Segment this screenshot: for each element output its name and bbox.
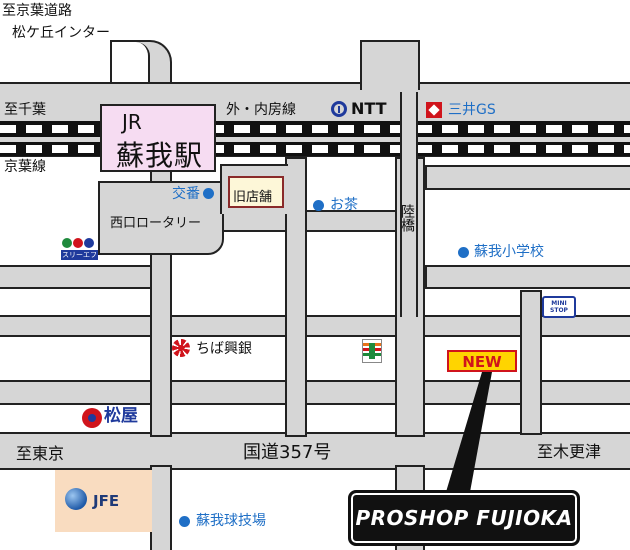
new-badge-label: NEW xyxy=(462,353,502,371)
railway-sleepers-lower xyxy=(0,145,630,153)
chiba-kogin-label: ちば興銀 xyxy=(196,341,252,357)
railway-sleepers-upper xyxy=(0,125,630,133)
keiyo-line-label: 京葉線 xyxy=(4,159,46,175)
proshop-banner[interactable]: PROSHOP FUJIOKA xyxy=(348,490,580,546)
soga-station: JR 蘇我駅 xyxy=(100,104,216,172)
jfe-globe-icon xyxy=(65,488,87,510)
ntt-label: NTT xyxy=(351,99,387,118)
new-badge: NEW xyxy=(447,350,517,372)
three-f-logo-icon: スリーエフ xyxy=(61,238,98,260)
soga-elementary-dot xyxy=(458,247,469,258)
ministop-label: MINI STOP xyxy=(550,300,568,314)
old-store-box: 旧店舗 xyxy=(228,176,284,208)
old-store-label: 旧店舗 xyxy=(233,190,273,205)
soga-stadium-dot xyxy=(179,516,190,527)
soga-stadium-label: 蘇我球技場 xyxy=(196,513,266,529)
road-route-357 xyxy=(0,432,630,470)
route-357-label: 国道357号 xyxy=(243,442,332,463)
road-upper-right-vertical xyxy=(360,40,420,90)
road-vertical-d xyxy=(520,290,542,435)
soga-elementary-label: 蘇我小学校 xyxy=(474,244,544,260)
mitsui-gs-label: 三井GS xyxy=(448,102,496,118)
jfe-label: JFE xyxy=(93,492,120,510)
west-rotary-label: 西口ロータリー xyxy=(110,216,202,231)
flower-icon xyxy=(172,339,190,357)
ministop-logo-icon: MINI STOP xyxy=(542,296,576,318)
road-row-2-left xyxy=(0,265,166,289)
rikkyo-over-tracks xyxy=(400,110,418,162)
seven-eleven-logo-icon xyxy=(362,339,382,363)
jfe-block: JFE xyxy=(55,470,152,532)
matsuya-label: 松屋 xyxy=(104,406,138,426)
station-line-label: JR xyxy=(122,110,142,134)
to-chiba-label: 至千葉 xyxy=(4,102,46,118)
three-f-label: スリーエフ xyxy=(61,250,98,260)
matsugaoka-ic-label: 松ケ丘インター xyxy=(12,25,110,41)
koban-label: 交番 xyxy=(172,186,200,202)
to-keiyo-road-label: 至京葉道路 xyxy=(2,3,72,19)
rikkyo-label: 陸橋 xyxy=(399,204,415,232)
road-vertical-b xyxy=(285,157,307,437)
road-row-2-right xyxy=(425,265,630,289)
to-kisarazu-label: 至木更津 xyxy=(537,442,602,461)
matsuya-logo-icon xyxy=(82,408,102,428)
ocha-dot xyxy=(313,200,324,211)
mitsui-logo-icon xyxy=(426,102,442,118)
to-tokyo-label: 至東京 xyxy=(16,444,65,463)
ntt-logo-icon xyxy=(331,101,347,117)
road-row-1-right xyxy=(425,165,630,190)
proshop-label: PROSHOP FUJIOKA xyxy=(355,506,573,530)
uchibo-line-label: 外・内房線 xyxy=(226,102,296,118)
ocha-label: お茶 xyxy=(330,197,358,213)
station-name-label: 蘇我駅 xyxy=(116,139,204,172)
koban-dot xyxy=(203,188,214,199)
